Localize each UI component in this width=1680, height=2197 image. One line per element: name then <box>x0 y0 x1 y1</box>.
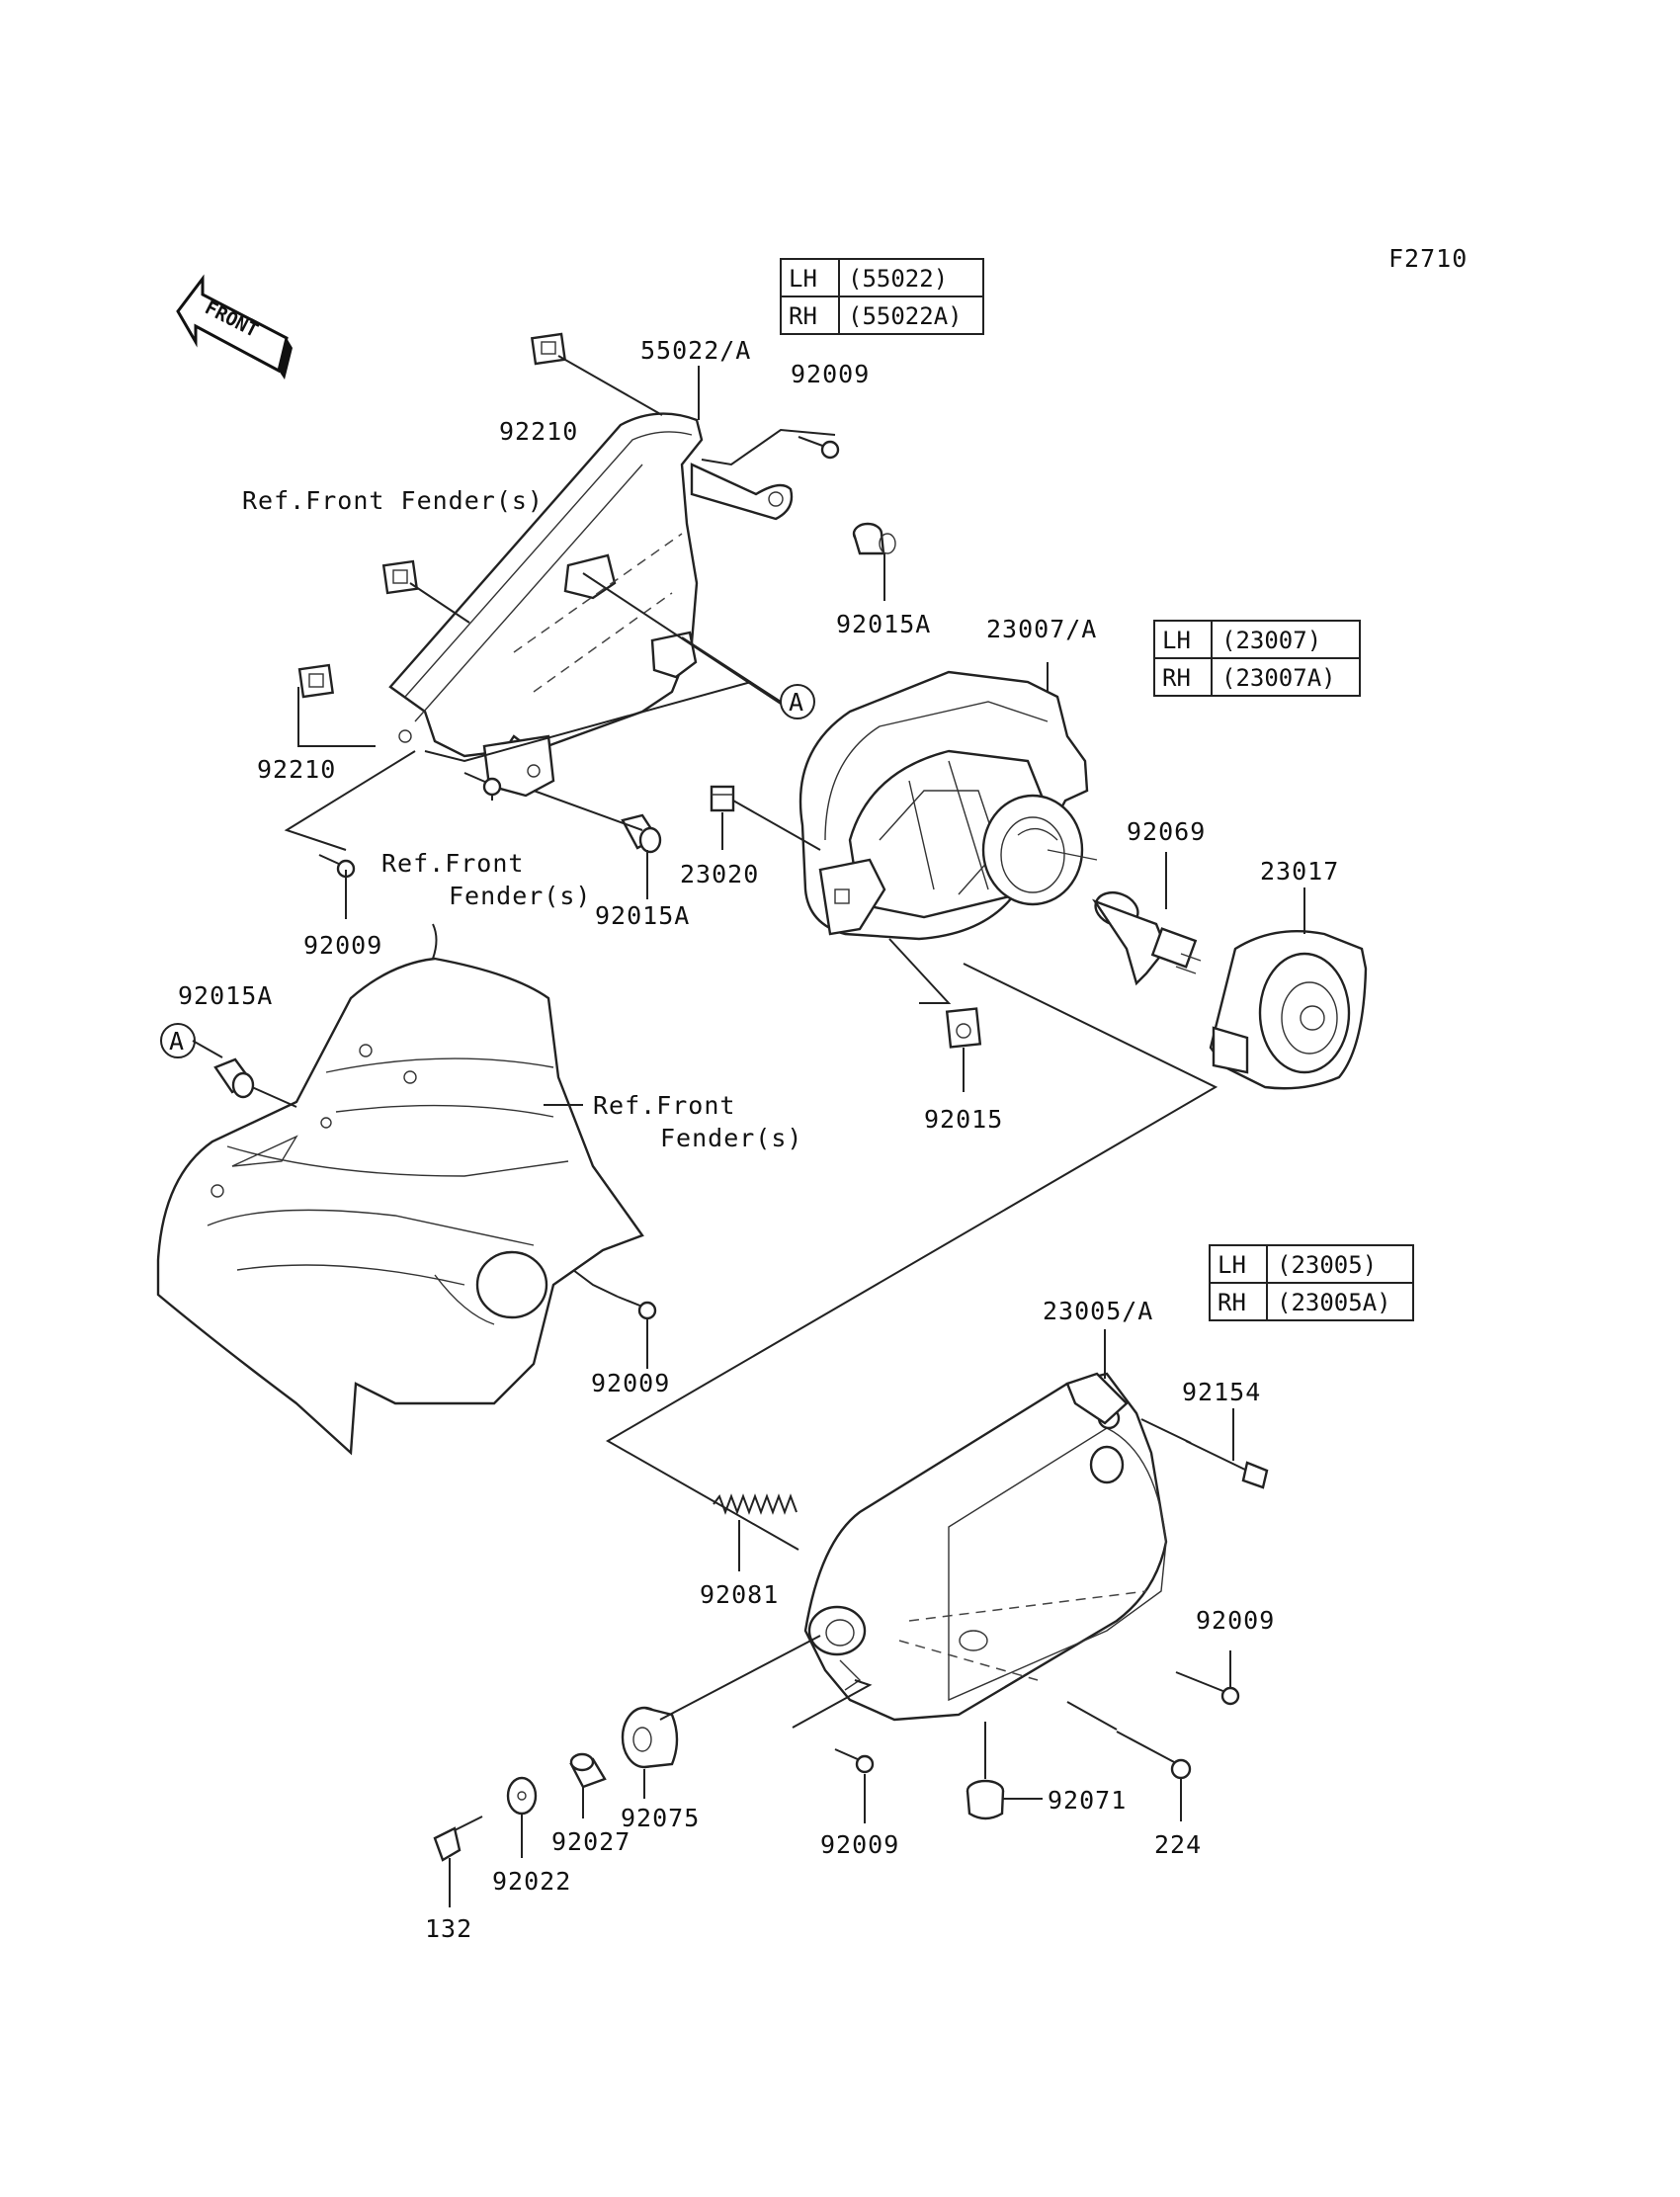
headlight-unit-drawing <box>798 670 1098 941</box>
part-label-92069: 92069 <box>1127 817 1206 846</box>
part-label-23020: 23020 <box>680 860 759 888</box>
part-label-92015a-top: 92015A <box>836 610 931 638</box>
part-label-92009-bottom: 92009 <box>820 1830 899 1859</box>
table-lh-value: (23005) <box>1277 1251 1377 1279</box>
part-label-92071: 92071 <box>1048 1786 1127 1815</box>
screw-92009-fairing-icon <box>617 1296 657 1320</box>
bolt-92154-icon <box>1185 1440 1269 1489</box>
ref-front-fender-label-mid-line2: Fender(s) <box>449 882 591 910</box>
bulb-92069-icon <box>1091 890 1202 986</box>
collar-92015a-mid-icon <box>621 813 662 854</box>
dust-cover-23017-icon <box>1209 929 1368 1090</box>
clip-92210-top-icon <box>530 332 567 366</box>
table-lh-value: (55022) <box>848 265 948 293</box>
clip-92015-icon <box>945 1007 982 1049</box>
washer-92022-icon <box>506 1776 538 1816</box>
part-label-92009-left: 92009 <box>303 931 382 960</box>
part-label-55022: 55022/A <box>640 336 751 365</box>
collar-92015a-top-icon <box>852 522 896 555</box>
table-rh-value: (23007A) <box>1221 664 1336 692</box>
part-label-92009-right: 92009 <box>1196 1606 1275 1635</box>
screw-92009-left-icon <box>318 854 356 879</box>
headlight-housing-drawing <box>803 1372 1168 1722</box>
part-label-224: 224 <box>1154 1830 1202 1859</box>
part-label-92022: 92022 <box>492 1867 571 1896</box>
bolt-132-icon <box>433 1816 483 1862</box>
leader-lines <box>192 355 1305 1907</box>
front-arrow-icon: FRONT <box>176 274 293 380</box>
nut-23020-icon <box>710 785 735 812</box>
part-label-92154: 92154 <box>1182 1378 1261 1406</box>
table-rh-value: (23005A) <box>1277 1289 1391 1316</box>
table-55022: LH (55022) RH (55022A) <box>780 258 984 335</box>
table-rh-key: RH <box>1218 1289 1246 1316</box>
screw-224-icon <box>1116 1731 1192 1780</box>
reference-a-label: A <box>789 688 804 717</box>
screw-92009-mid-icon <box>463 772 502 797</box>
part-label-23017: 23017 <box>1260 857 1339 886</box>
front-fender-drawing <box>156 923 644 1456</box>
table-rh-key: RH <box>789 302 817 330</box>
table-lh-key: LH <box>1162 627 1191 654</box>
part-label-92015a-left: 92015A <box>178 981 273 1010</box>
table-rh-key: RH <box>1162 664 1191 692</box>
collar-92027-icon <box>569 1752 607 1789</box>
part-label-92015: 92015 <box>924 1105 1003 1134</box>
reference-a-marker-left: A <box>160 1023 196 1058</box>
part-label-132: 132 <box>425 1914 472 1943</box>
table-lh-value: (23007) <box>1221 627 1321 654</box>
part-label-23005: 23005/A <box>1043 1297 1153 1325</box>
collar-92015a-left-icon <box>213 1057 255 1099</box>
screw-92009-right-icon <box>1175 1671 1240 1706</box>
reference-a-label: A <box>169 1027 185 1056</box>
spring-92081-icon <box>713 1493 798 1515</box>
part-label-23007: 23007/A <box>986 615 1097 643</box>
table-lh-key: LH <box>789 265 817 293</box>
clip-92210-mid-icon <box>297 663 335 699</box>
part-label-92210-top: 92210 <box>499 417 578 446</box>
grommet-92071-icon <box>966 1779 1005 1820</box>
part-label-92015a-mid: 92015A <box>595 901 690 930</box>
part-label-92027: 92027 <box>551 1827 630 1856</box>
part-label-92210-mid: 92210 <box>257 755 336 784</box>
grommet-92075-icon <box>621 1706 679 1769</box>
ref-front-fender-label-low-line2: Fender(s) <box>660 1124 802 1152</box>
table-lh-key: LH <box>1218 1251 1246 1279</box>
part-label-92075: 92075 <box>621 1804 700 1832</box>
ref-front-fender-label-top: Ref.Front Fender(s) <box>242 486 544 515</box>
ref-front-fender-label-low-line1: Ref.Front <box>593 1091 735 1120</box>
table-rh-value: (55022A) <box>848 302 963 330</box>
table-23007: LH (23007) RH (23007A) <box>1153 620 1361 697</box>
clip-92210-ref-icon <box>381 559 419 595</box>
reference-a-marker-upper: A <box>780 684 815 719</box>
screw-92009-top-icon <box>798 436 840 460</box>
ref-front-fender-label-mid-line1: Ref.Front <box>381 849 524 878</box>
part-label-92009-fairing: 92009 <box>591 1369 670 1397</box>
screw-92009-bottom-icon <box>834 1748 875 1774</box>
table-23005: LH (23005) RH (23005A) <box>1209 1244 1414 1321</box>
part-label-92081: 92081 <box>700 1580 779 1609</box>
figure-code: F2710 <box>1388 244 1468 273</box>
headlight-bracket-drawing <box>388 412 794 798</box>
part-label-92009-top: 92009 <box>791 360 870 388</box>
